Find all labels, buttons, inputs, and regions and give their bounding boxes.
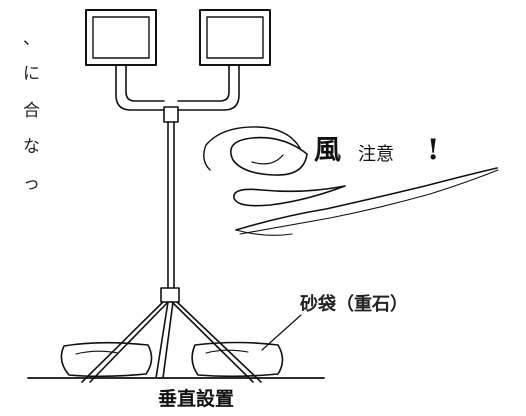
wind-warning-exclamation: !: [427, 133, 440, 166]
side-text-char: に: [23, 64, 40, 84]
side-text-char: 、: [23, 29, 40, 49]
right-floodlight: [199, 9, 271, 66]
sandbag-label: 砂袋（重石）: [300, 294, 408, 315]
wind-swirl-icon: [203, 126, 499, 236]
wind-warning-kanji: 風: [314, 135, 341, 166]
side-text-char: 合: [23, 101, 40, 121]
left-floodlight: [85, 9, 157, 66]
side-text-char: っ: [23, 174, 40, 194]
tripod-legs: [81, 301, 262, 383]
vertical-pole: [167, 121, 175, 289]
side-text-char: な: [23, 137, 40, 157]
wind-warning-text: 注意: [358, 144, 394, 165]
top-joint: [163, 106, 179, 123]
lamp-arm: [115, 64, 240, 111]
right-sandbag: [191, 341, 284, 378]
caption-vertical-installation: 垂直設置: [157, 388, 234, 410]
left-sandbag: [60, 341, 153, 378]
sandbag-leader-line: [261, 314, 302, 351]
lower-joint: [160, 287, 180, 303]
